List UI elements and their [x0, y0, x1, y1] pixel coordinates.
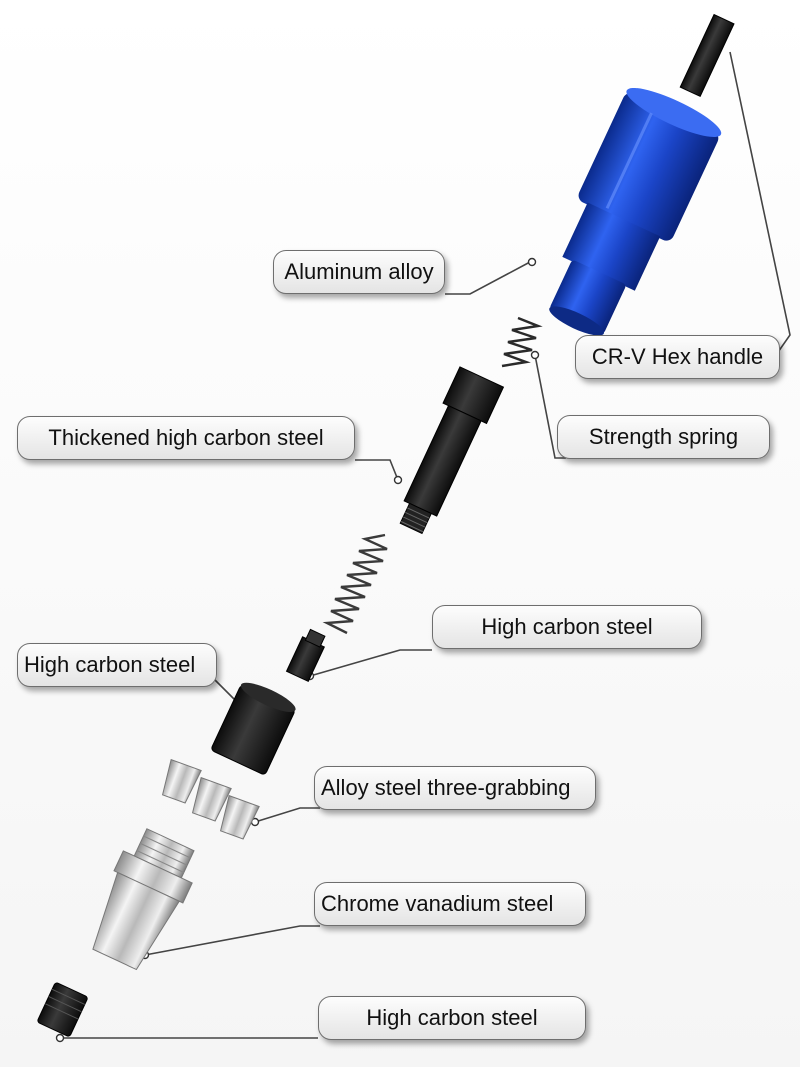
- bottom-nozzle: [37, 982, 88, 1037]
- thickened-steel-tube: [399, 366, 505, 535]
- callout-strength-spring: Strength spring: [557, 415, 770, 459]
- leader-chrome: [144, 925, 320, 956]
- chrome-nose: [92, 828, 195, 971]
- dot-thickened: [393, 475, 403, 485]
- dot-spring: [530, 350, 540, 360]
- long-spring: [322, 533, 388, 635]
- dot-aluminum: [527, 257, 537, 267]
- leader-spring: [534, 354, 566, 459]
- callout-hc-right-text: High carbon steel: [481, 614, 653, 639]
- callout-high-carbon-steel-right: High carbon steel: [432, 605, 702, 649]
- callout-chrome-vanadium-steel: Chrome vanadium steel: [314, 882, 586, 926]
- small-pin: [285, 628, 326, 683]
- callout-crv-hex-handle-text: CR-V Hex handle: [591, 344, 764, 369]
- callout-chrome-text: Chrome vanadium steel: [321, 891, 554, 916]
- leader-thickened: [355, 459, 399, 481]
- hex-shaft: [679, 13, 735, 98]
- aluminum-handle: [549, 87, 722, 336]
- callout-hc-left-text: High carbon steel: [24, 652, 196, 677]
- leader-hex: [729, 51, 791, 356]
- leader-aluminum: [445, 261, 531, 295]
- callout-high-carbon-steel-bottom: High carbon steel: [318, 996, 586, 1040]
- black-sleeve: [211, 682, 296, 775]
- callout-strength-spring-text: Strength spring: [588, 424, 739, 449]
- strength-spring-small: [501, 316, 543, 368]
- callout-high-carbon-steel-left: High carbon steel: [17, 643, 217, 687]
- callout-thickened-text: Thickened high carbon steel: [48, 425, 324, 450]
- callout-thickened-high-carbon-steel: Thickened high carbon steel: [17, 416, 355, 460]
- callout-aluminum-alloy-text: Aluminum alloy: [284, 259, 434, 284]
- three-jaws: [161, 758, 260, 840]
- leader-lines: [60, 51, 791, 1039]
- callout-hc-bottom-text: High carbon steel: [366, 1005, 538, 1030]
- leader-hc-right: [309, 649, 432, 677]
- callout-alloy-steel-three-grabbing: Alloy steel three-grabbing: [314, 766, 596, 810]
- dot-hc-bottom: [55, 1033, 65, 1043]
- leader-alloy: [254, 807, 320, 823]
- callout-alloy-text: Alloy steel three-grabbing: [321, 775, 571, 800]
- callout-crv-hex-handle: CR-V Hex handle: [575, 335, 780, 379]
- callout-aluminum-alloy: Aluminum alloy: [273, 250, 445, 294]
